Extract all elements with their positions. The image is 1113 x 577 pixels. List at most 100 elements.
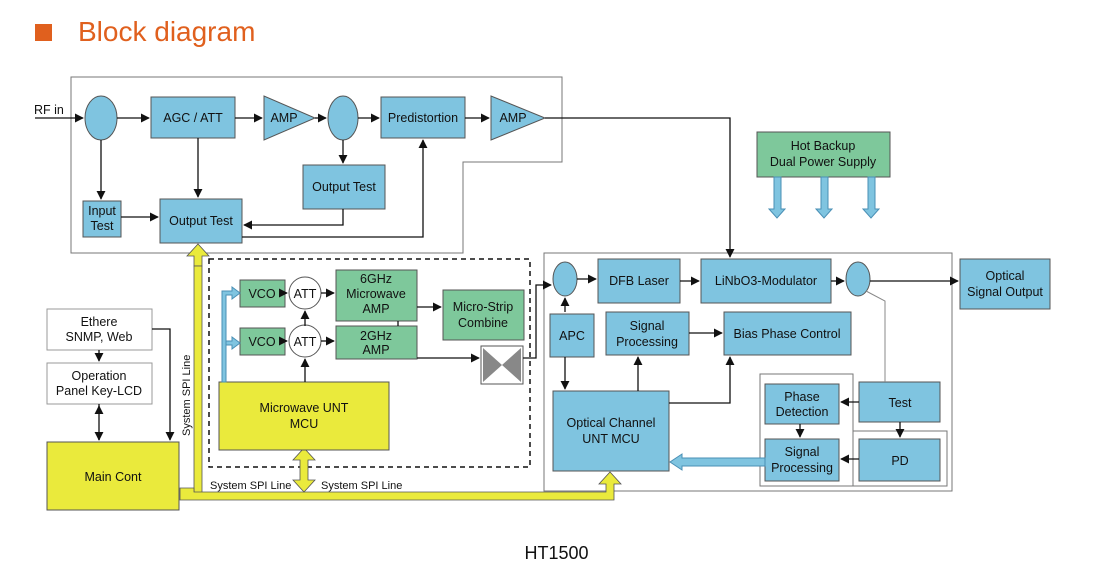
label-spi-h1: System SPI Line <box>210 480 291 492</box>
label-phase-det-1: Phase <box>784 390 819 404</box>
optical-tap-line <box>865 290 886 382</box>
optical-splitter-left <box>552 261 578 297</box>
vco2-block <box>239 327 286 356</box>
amp2g-block <box>335 325 418 360</box>
label-mw6-2: Microwave <box>346 287 406 301</box>
dfb-laser-block <box>597 258 681 304</box>
label-input-test-1: Input <box>88 204 116 218</box>
spi-bus-bottom <box>179 471 622 501</box>
optical-section-frame <box>543 252 953 492</box>
connectors <box>35 113 959 464</box>
label-phase-det-2: Detection <box>776 405 829 419</box>
label-linbo3: LiNbO3-Modulator <box>715 274 817 288</box>
label-agc-att: AGC / ATT <box>163 111 223 125</box>
output-test-main-block <box>159 198 243 244</box>
diagram-caption: HT1500 <box>524 543 589 563</box>
mw6-amp-block <box>335 269 418 322</box>
label-mw6-1: 6GHz <box>360 272 392 286</box>
label-operation-1: Operation <box>72 369 127 383</box>
mcu-to-vco1-arrow <box>221 286 241 383</box>
label-amp1: AMP <box>270 111 297 125</box>
linbo3-block <box>700 258 832 304</box>
rf-in-splitter <box>84 95 118 141</box>
spi-bus-vertical <box>193 265 203 497</box>
output-test-top-block <box>302 164 386 210</box>
labels: RF in AGC / ATT AMP Predistortion AMP Ou… <box>34 103 1043 492</box>
sigproc-to-mcu-arrow <box>669 453 766 471</box>
label-mw6-3: AMP <box>362 302 389 316</box>
optical-splitter-right <box>845 261 871 297</box>
power-arrow-3 <box>861 176 881 219</box>
optical-output-block <box>959 258 1051 310</box>
optical-mcu-block <box>552 390 670 472</box>
label-sig-proc-bot-1: Signal <box>785 445 820 459</box>
label-main-cont: Main Cont <box>85 470 142 484</box>
label-input-test-2: Test <box>91 219 114 233</box>
microstrip-block <box>442 289 525 341</box>
label-bias-phase: Bias Phase Control <box>733 327 840 341</box>
apc-block <box>549 313 595 358</box>
label-optical-out-1: Optical <box>986 269 1025 283</box>
label-pd: PD <box>891 454 908 468</box>
label-optical-mcu-2: UNT MCU <box>582 432 639 446</box>
label-microstrip-2: Combine <box>458 316 508 330</box>
label-sig-proc-top-1: Signal <box>630 319 665 333</box>
label-ethernet-2: SNMP, Web <box>66 330 133 344</box>
label-optical-mcu-1: Optical Channel <box>567 416 656 430</box>
amp2-triangle <box>490 95 547 141</box>
switch-icon <box>480 345 524 385</box>
label-ethernet-1: Ethere <box>81 315 118 329</box>
label-mw-mcu-1: Microwave UNT <box>260 401 349 415</box>
label-test: Test <box>889 396 912 410</box>
mw-mcu-block <box>218 381 390 451</box>
label-vco1: VCO <box>248 287 275 301</box>
spi-bus-mw-mcu <box>292 447 316 493</box>
power-arrow-2 <box>814 176 834 219</box>
label-sig-proc-bot-2: Processing <box>771 461 833 475</box>
label-dfb-laser: DFB Laser <box>609 274 669 288</box>
predistortion-block <box>380 96 466 139</box>
label-predistortion: Predistortion <box>388 111 458 125</box>
phase-detection-block <box>764 383 840 425</box>
label-optical-out-2: Signal Output <box>967 285 1043 299</box>
agc-att-block <box>150 96 236 139</box>
input-test-block <box>82 200 122 238</box>
label-microstrip-1: Micro-Strip <box>453 300 513 314</box>
pd-block <box>858 438 941 482</box>
hot-backup-block <box>756 131 891 178</box>
signal-processing-top-block <box>605 311 690 356</box>
phase-subsection-frame <box>759 373 854 487</box>
label-operation-2: Panel Key-LCD <box>56 384 142 398</box>
spi-bus <box>179 243 622 501</box>
label-output-test-main: Output Test <box>169 214 233 228</box>
power-arrow-1 <box>767 176 787 219</box>
blue-arrows <box>221 176 881 471</box>
label-mw-mcu-2: MCU <box>290 417 318 431</box>
title-bullet-square <box>35 23 52 41</box>
rf-mid-splitter <box>327 95 359 141</box>
label-apc: APC <box>559 329 585 343</box>
page-title: Block diagram <box>78 16 256 47</box>
spi-bus-arrow-up-output-test <box>186 243 210 267</box>
main-cont-block <box>46 441 180 511</box>
bias-phase-block <box>723 311 852 356</box>
label-output-test-top: Output Test <box>312 180 376 194</box>
mcu-to-vco2-arrow <box>225 336 241 350</box>
label-hot-backup-1: Hot Backup <box>791 139 856 153</box>
label-amp2g-1: 2GHz <box>360 329 392 343</box>
label-amp2: AMP <box>499 111 526 125</box>
amp1-triangle <box>263 95 317 141</box>
label-spi-h2: System SPI Line <box>321 480 402 492</box>
page-title-wrap: Block diagram <box>35 14 255 50</box>
label-rf-in: RF in <box>34 103 64 117</box>
label-vco2: VCO <box>248 335 275 349</box>
label-sig-proc-top-2: Processing <box>616 335 678 349</box>
label-hot-backup-2: Dual Power Supply <box>770 155 877 169</box>
microwave-section-frame <box>208 258 531 468</box>
label-spi-vertical: System SPI Line <box>181 355 193 436</box>
label-att1: ATT <box>294 287 317 301</box>
label-amp2g-2: AMP <box>362 343 389 357</box>
label-att2: ATT <box>294 335 317 349</box>
ethernet-block <box>46 308 153 351</box>
